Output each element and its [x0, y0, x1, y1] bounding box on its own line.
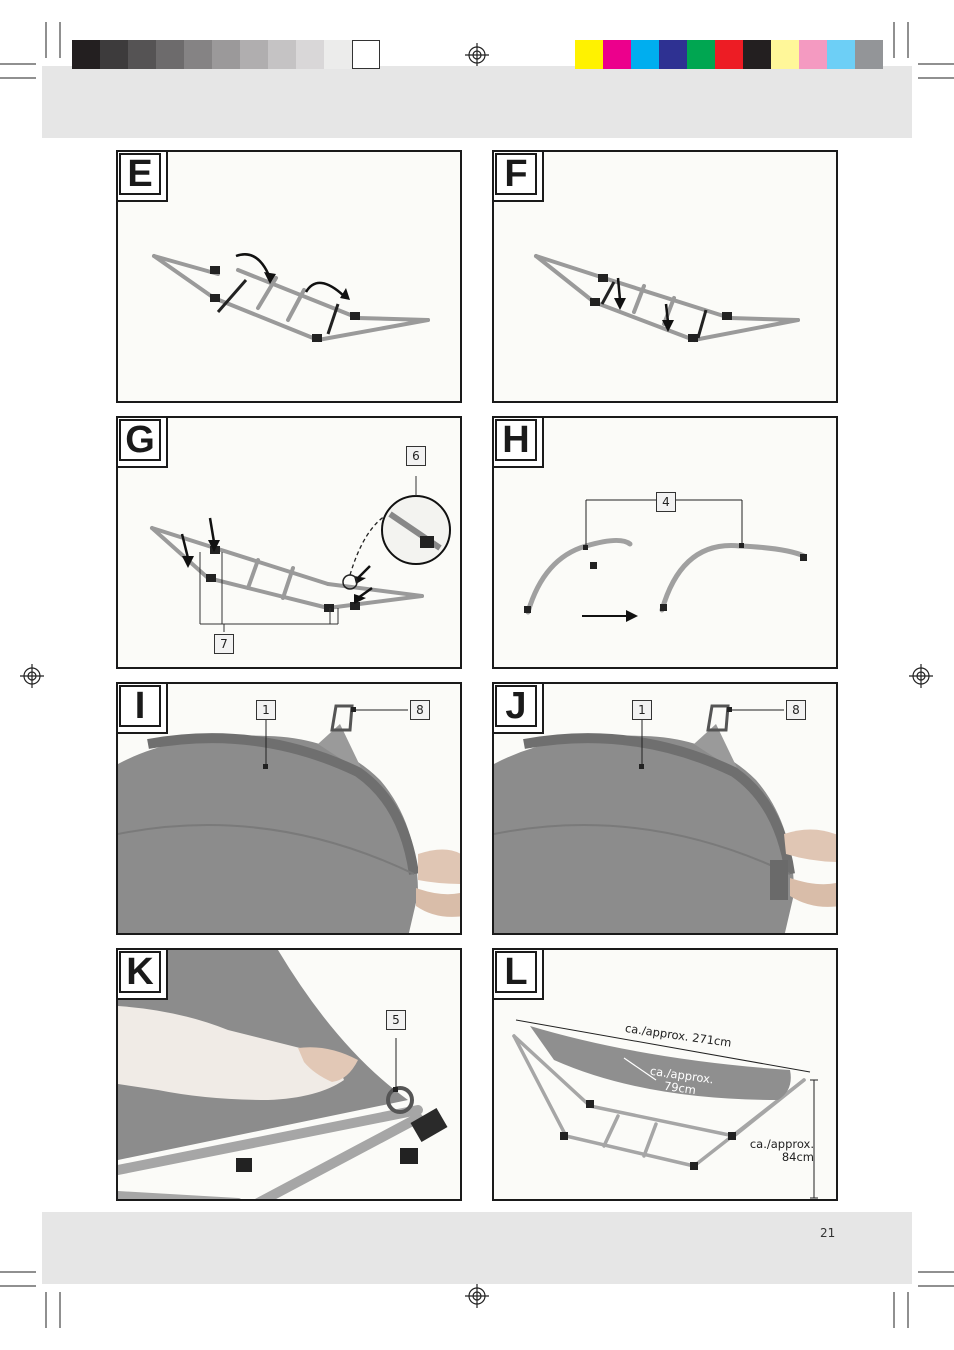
- calibration-swatch: [212, 40, 240, 69]
- panel-e: E: [116, 150, 462, 403]
- step-letter: K: [119, 951, 161, 993]
- part-callout: 1: [256, 700, 276, 720]
- calibration-swatch: [240, 40, 268, 69]
- height-dimension-label: ca./approx. 84cm: [742, 1138, 814, 1164]
- step-tab: K: [118, 950, 168, 1000]
- calibration-swatch: [771, 40, 799, 69]
- fabric-attach-illustration: [118, 684, 460, 933]
- step-letter: F: [495, 153, 537, 195]
- calibration-swatch: [575, 40, 603, 69]
- frame-unfolding-illustration: [118, 152, 460, 401]
- panel-l: ca./approx. 271cm ca./approx. 79cm ca./a…: [492, 948, 838, 1201]
- fabric-velcro-illustration: [494, 684, 836, 933]
- step-tab: J: [494, 684, 544, 734]
- panel-g: 6 7 G: [116, 416, 462, 669]
- calibration-swatch: [603, 40, 631, 69]
- part-callout: 8: [786, 700, 806, 720]
- step-letter: H: [495, 419, 537, 461]
- height-dimension-line2: 84cm: [781, 1150, 814, 1164]
- panel-f: F: [492, 150, 838, 403]
- carabiner-hook-illustration: [118, 950, 460, 1199]
- calibration-swatch: [352, 40, 380, 69]
- calibration-swatch: [100, 40, 128, 69]
- part-callout: 7: [214, 634, 234, 654]
- part-callout: 5: [386, 1010, 406, 1030]
- calibration-swatch: [715, 40, 743, 69]
- part-callout: 8: [410, 700, 430, 720]
- panel-j: 1 8 J: [492, 682, 838, 935]
- calibration-swatch: [687, 40, 715, 69]
- calibration-swatch: [296, 40, 324, 69]
- part-callout: 6: [406, 446, 426, 466]
- calibration-swatch: [827, 40, 855, 69]
- step-tab: E: [118, 152, 168, 202]
- step-letter: J: [495, 685, 537, 727]
- calibration-swatch: [743, 40, 771, 69]
- registration-target-icon: [20, 43, 933, 1308]
- poles-assembly-illustration: [494, 418, 836, 667]
- step-letter: E: [119, 153, 161, 195]
- calibration-swatch: [855, 40, 883, 69]
- calibration-swatch: [268, 40, 296, 69]
- page-number: 21: [820, 1226, 836, 1240]
- step-tab: G: [118, 418, 168, 468]
- step-letter: I: [119, 685, 161, 727]
- part-callout: 1: [632, 700, 652, 720]
- step-letter: L: [495, 951, 537, 993]
- panel-h: 4 H: [492, 416, 838, 669]
- step-tab: H: [494, 418, 544, 468]
- step-tab: F: [494, 152, 544, 202]
- panel-i: 1 8 I: [116, 682, 462, 935]
- calibration-swatch: [659, 40, 687, 69]
- calibration-swatch: [324, 40, 352, 69]
- height-dimension-line1: ca./approx.: [749, 1137, 814, 1151]
- calibration-swatch: [799, 40, 827, 69]
- calibration-swatch: [72, 40, 100, 69]
- frame-clips-illustration: [118, 418, 460, 667]
- step-tab: I: [118, 684, 168, 734]
- calibration-swatch: [631, 40, 659, 69]
- header-band: [42, 66, 912, 138]
- frame-locking-illustration: [494, 152, 836, 401]
- step-letter: G: [119, 419, 161, 461]
- step-tab: L: [494, 950, 544, 1000]
- calibration-swatch: [156, 40, 184, 69]
- part-callout: 4: [656, 492, 676, 512]
- assembled-hammock-illustration: [494, 950, 836, 1199]
- footer-band: [42, 1212, 912, 1284]
- calibration-swatch: [128, 40, 156, 69]
- panel-k: 5 K: [116, 948, 462, 1201]
- calibration-swatch: [184, 40, 212, 69]
